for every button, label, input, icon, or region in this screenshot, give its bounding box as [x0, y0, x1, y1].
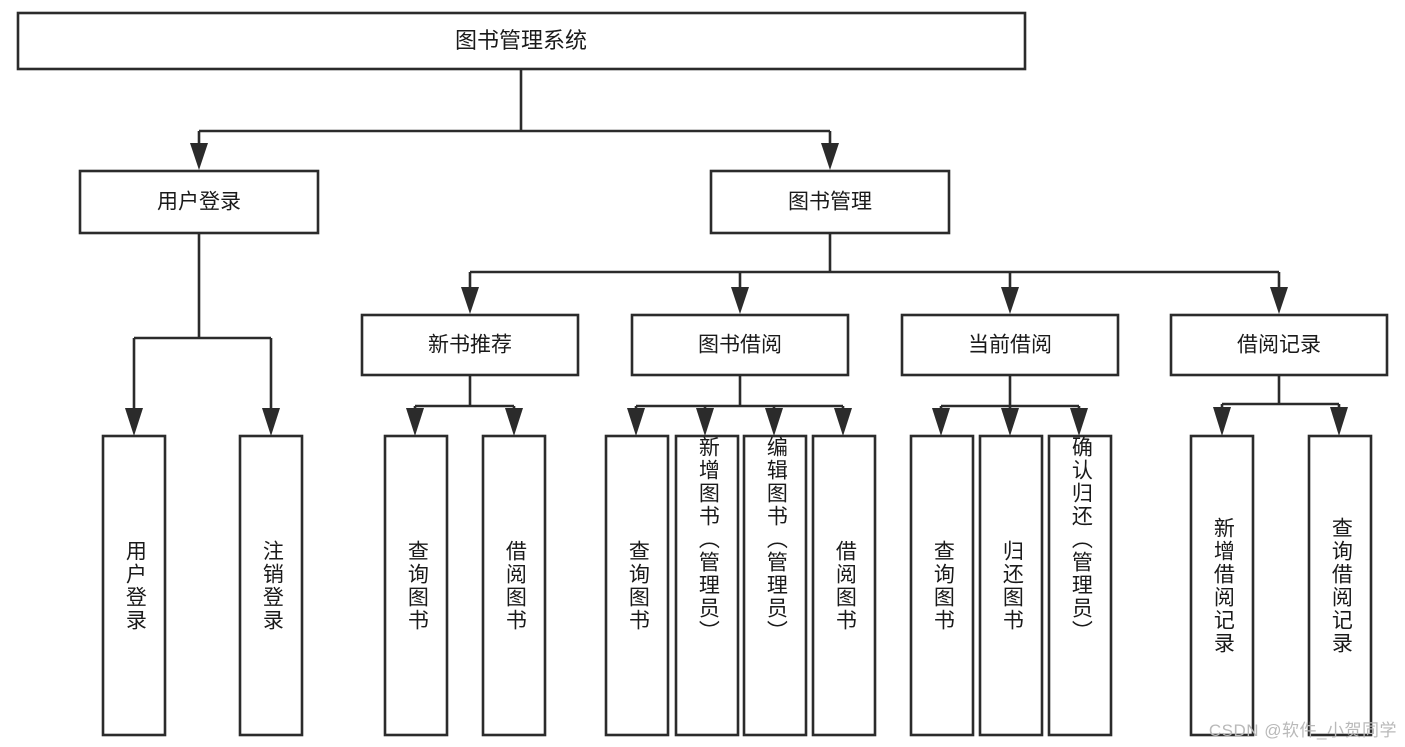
node-box-leaf-confirm-return[interactable]: [1047, 434, 1113, 737]
node-box-leaf-borrow-book-2[interactable]: [811, 434, 877, 737]
arrow-user-login-leaf-1: [125, 408, 143, 436]
node-box-leaf-borrow-book-1[interactable]: [481, 434, 547, 737]
arrow-cb-leaf-3: [1070, 408, 1088, 436]
node-label-root: 图书管理系统: [455, 28, 587, 53]
node-box-leaf-return-book[interactable]: [978, 434, 1044, 737]
node-box-leaf-logout-login[interactable]: [238, 434, 304, 737]
arrow-cb-leaf-2: [1001, 408, 1019, 436]
node-box-borrow-record[interactable]: [1169, 313, 1389, 377]
node-box-leaf-user-login[interactable]: [101, 434, 167, 737]
node-label-book-borrow: 图书借阅: [698, 334, 782, 357]
node-box-leaf-add-record[interactable]: [1189, 434, 1255, 737]
node-box-book-management[interactable]: [709, 169, 951, 235]
arrow-cb-leaf-1: [932, 408, 950, 436]
arrow-bb-leaf-2: [696, 408, 714, 436]
node-box-leaf-query-record[interactable]: [1307, 434, 1373, 737]
arrow-bm-to-borrow-record: [1270, 287, 1288, 314]
arrow-bm-to-new-book-recommend: [461, 287, 479, 314]
arrow-bb-leaf-4: [834, 408, 852, 436]
node-box-leaf-add-book[interactable]: [674, 434, 740, 737]
arrow-user-login-leaf-2: [262, 408, 280, 436]
node-label-new-book-recommend: 新书推荐: [428, 334, 512, 357]
node-box-leaf-query-book-1[interactable]: [383, 434, 449, 737]
arrow-bm-to-book-borrow: [731, 287, 749, 314]
arrow-nbr-leaf-1: [406, 408, 424, 436]
arrow-root-to-user-login: [190, 143, 208, 170]
node-box-book-borrow[interactable]: [630, 313, 850, 377]
node-box-root[interactable]: [16, 11, 1027, 71]
node-box-leaf-edit-book[interactable]: [742, 434, 808, 737]
node-label-current-borrow: 当前借阅: [968, 334, 1052, 357]
arrow-root-to-book-management: [821, 143, 839, 170]
arrow-br-leaf-1: [1213, 407, 1231, 436]
node-label-borrow-record: 借阅记录: [1237, 334, 1321, 357]
node-box-user-login[interactable]: [78, 169, 320, 235]
node-box-current-borrow[interactable]: [900, 313, 1120, 377]
arrow-bb-leaf-3: [765, 408, 783, 436]
csdn-watermark: CSDN @软件_小贺同学: [1208, 721, 1397, 740]
node-box-leaf-query-book-2[interactable]: [604, 434, 670, 737]
arrow-br-leaf-2: [1330, 407, 1348, 436]
arrow-nbr-leaf-2: [505, 408, 523, 436]
node-box-leaf-query-book-3[interactable]: [909, 434, 975, 737]
node-label-book-management: 图书管理: [788, 191, 872, 214]
node-box-new-book-recommend[interactable]: [360, 313, 580, 377]
node-label-user-login: 用户登录: [157, 191, 241, 214]
arrow-bb-leaf-1: [627, 408, 645, 436]
arrow-bm-to-current-borrow: [1001, 287, 1019, 314]
